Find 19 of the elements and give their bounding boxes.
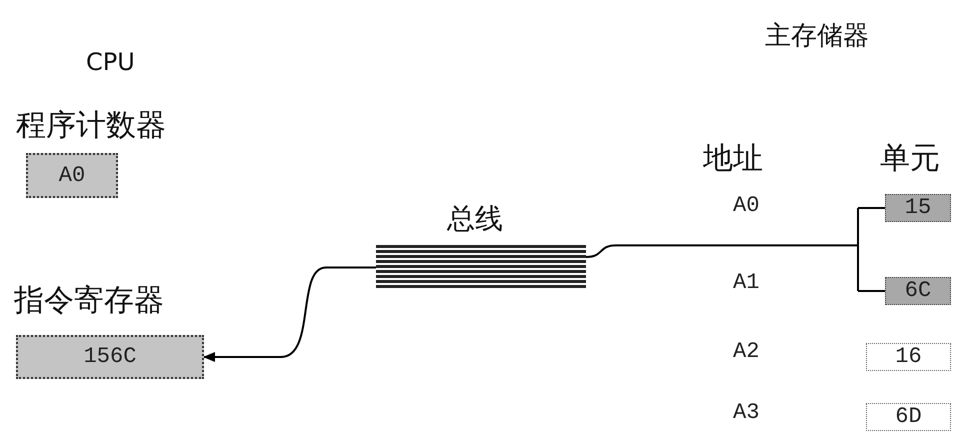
memory-cell: 15 xyxy=(885,194,951,222)
column-header: 单元 xyxy=(880,140,940,178)
section-heading: 主存储器 xyxy=(765,20,869,53)
memory-cell: 6D xyxy=(866,403,951,431)
register-box: A0 xyxy=(26,153,118,198)
register-box: 156C xyxy=(16,335,204,379)
bus-label: 总线 xyxy=(447,201,503,237)
address-label: A2 xyxy=(733,339,760,364)
register-label: 程序计数器 xyxy=(16,107,166,145)
register-label: 指令寄存器 xyxy=(14,282,164,320)
connector-line xyxy=(585,207,886,292)
address-label: A1 xyxy=(733,270,760,295)
connector-line xyxy=(203,266,376,362)
section-heading: CPU xyxy=(86,48,135,76)
memory-cell: 16 xyxy=(866,343,951,371)
address-label: A0 xyxy=(733,193,760,218)
column-header: 地址 xyxy=(703,140,763,178)
address-label: A3 xyxy=(733,400,760,425)
memory-cell: 6C xyxy=(885,277,951,305)
